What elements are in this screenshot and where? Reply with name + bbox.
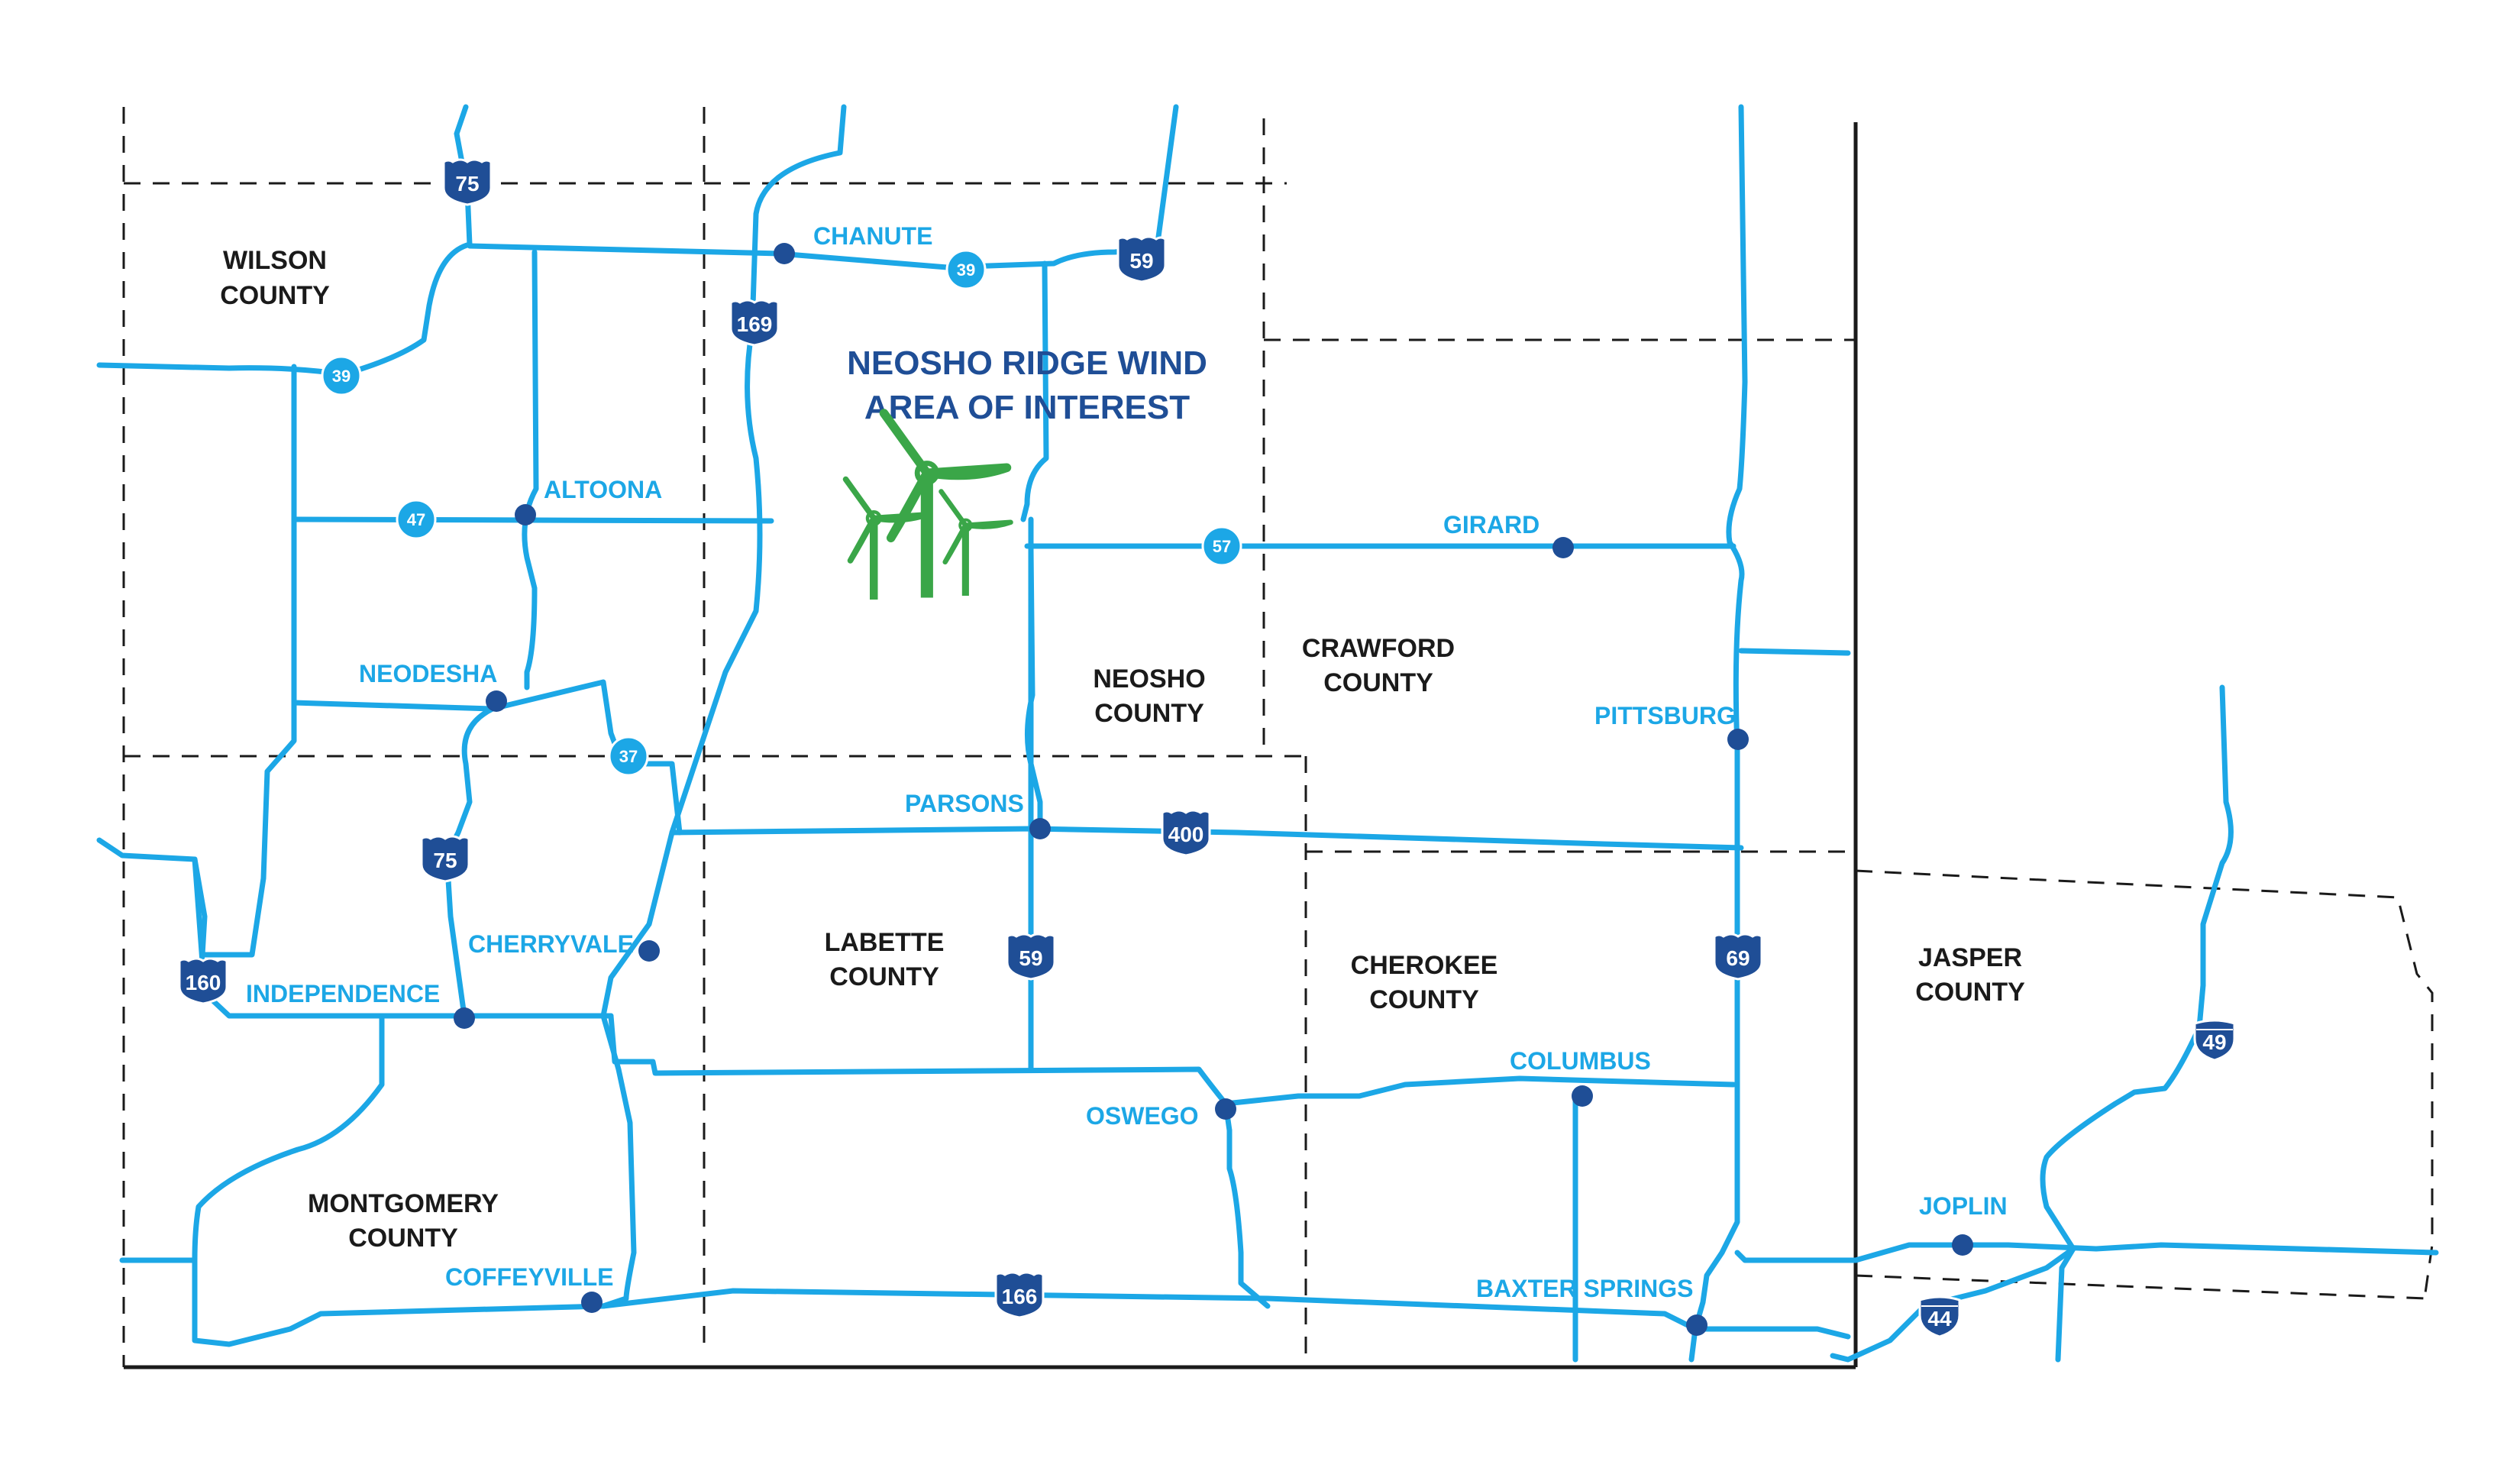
city-dot[interactable] bbox=[1952, 1234, 1973, 1256]
wind-turbine-icon bbox=[884, 413, 1007, 598]
svg-text:47: 47 bbox=[407, 510, 425, 529]
city-label-parsons: PARSONS bbox=[905, 790, 1024, 817]
city-dot[interactable] bbox=[1572, 1085, 1593, 1107]
road-network bbox=[96, 104, 2439, 1363]
svg-text:69: 69 bbox=[1726, 946, 1749, 970]
us-route-shield-icon: 169 bbox=[729, 299, 780, 347]
city-dot[interactable] bbox=[486, 690, 507, 712]
county-label-montgomery: MONTGOMERY bbox=[308, 1189, 499, 1218]
city-label-girard: GIRARD bbox=[1443, 511, 1539, 538]
county-label-crawford-suffix: COUNTY bbox=[1323, 668, 1433, 697]
city-dot[interactable] bbox=[1215, 1098, 1236, 1120]
city-dot[interactable] bbox=[515, 504, 536, 525]
city-dot[interactable] bbox=[1552, 537, 1574, 558]
county-label-cherokee: CHEROKEE bbox=[1351, 951, 1498, 980]
city-dot[interactable] bbox=[454, 1007, 475, 1029]
city-labels: CHANUTE ALTOONA GIRARD NEODESHA PITTSBUR… bbox=[246, 222, 2008, 1302]
us-route-shield-icon: 59 bbox=[1006, 933, 1056, 981]
city-label-neodesha: NEODESHA bbox=[359, 660, 497, 687]
us-route-shield-icon: 160 bbox=[178, 957, 228, 1005]
us-route-shield-icon: 75 bbox=[420, 835, 470, 883]
county-label-jasper-suffix: COUNTY bbox=[1915, 978, 2025, 1007]
us-route-shield-icon: 166 bbox=[994, 1271, 1045, 1319]
svg-text:75: 75 bbox=[433, 849, 457, 872]
city-dot[interactable] bbox=[1727, 729, 1749, 750]
interstate-shield-icon: 44 bbox=[1918, 1295, 1961, 1338]
us-route-shield-icon: 59 bbox=[1116, 235, 1167, 283]
svg-text:37: 37 bbox=[619, 747, 638, 766]
county-label-wilson-suffix: COUNTY bbox=[220, 281, 330, 310]
city-label-columbus: COLUMBUS bbox=[1510, 1047, 1651, 1075]
city-label-altoona: ALTOONA bbox=[544, 476, 662, 503]
us-route-shield-icon: 75 bbox=[442, 158, 493, 206]
svg-text:39: 39 bbox=[957, 260, 975, 280]
svg-text:49: 49 bbox=[2202, 1030, 2226, 1054]
state-route-circle-icon: 37 bbox=[608, 736, 649, 777]
county-label-wilson: WILSON bbox=[223, 246, 327, 275]
county-label-labette: LABETTE bbox=[825, 928, 945, 957]
county-label-labette-suffix: COUNTY bbox=[829, 962, 939, 991]
city-label-oswego: OSWEGO bbox=[1086, 1102, 1199, 1130]
county-label-crawford: CRAWFORD bbox=[1302, 634, 1455, 663]
city-label-baxter-springs: BAXTER SPRINGS bbox=[1476, 1275, 1693, 1302]
state-route-markers: 39 39 47 57 37 bbox=[321, 249, 1242, 777]
wind-turbine-group bbox=[846, 413, 1011, 600]
route-shields: 75 59 169 400 75 59 69 160 bbox=[178, 158, 2236, 1338]
city-label-pittsburg: PITTSBURG bbox=[1594, 702, 1736, 729]
svg-text:169: 169 bbox=[737, 312, 773, 336]
state-route-circle-icon: 47 bbox=[396, 499, 437, 540]
map-title-line1: NEOSHO RIDGE WIND bbox=[847, 344, 1207, 382]
city-dot[interactable] bbox=[1686, 1314, 1707, 1336]
county-label-neosho-suffix: COUNTY bbox=[1094, 699, 1204, 728]
svg-text:59: 59 bbox=[1129, 249, 1153, 273]
svg-text:39: 39 bbox=[332, 367, 351, 386]
us-route-shield-icon: 69 bbox=[1713, 933, 1763, 981]
svg-text:166: 166 bbox=[1002, 1285, 1038, 1308]
city-dot[interactable] bbox=[638, 940, 660, 962]
county-label-cherokee-suffix: COUNTY bbox=[1369, 985, 1479, 1014]
city-dot[interactable] bbox=[774, 243, 795, 264]
county-label-montgomery-suffix: COUNTY bbox=[348, 1224, 458, 1253]
svg-text:400: 400 bbox=[1168, 823, 1204, 846]
city-dots bbox=[454, 243, 1973, 1336]
city-label-independence: INDEPENDENCE bbox=[246, 980, 440, 1007]
city-dot[interactable] bbox=[1029, 818, 1051, 839]
svg-text:44: 44 bbox=[1927, 1307, 1952, 1331]
us-route-shield-icon: 400 bbox=[1161, 809, 1211, 857]
svg-text:75: 75 bbox=[455, 172, 479, 196]
wind-turbine-icon bbox=[942, 492, 1011, 597]
city-dot[interactable] bbox=[581, 1292, 603, 1313]
map-title-line2: AREA OF INTEREST bbox=[864, 389, 1190, 426]
city-label-chanute: CHANUTE bbox=[813, 222, 932, 250]
city-label-joplin: JOPLIN bbox=[1919, 1192, 2008, 1220]
city-label-coffeyville: COFFEYVILLE bbox=[445, 1263, 613, 1291]
county-label-neosho: NEOSHO bbox=[1093, 664, 1205, 694]
county-labels: WILSON COUNTY NEOSHO COUNTY CRAWFORD COU… bbox=[220, 246, 2025, 1253]
svg-text:160: 160 bbox=[186, 971, 221, 994]
city-label-cherryvale: CHERRYVALE bbox=[468, 930, 634, 958]
interstate-shield-icon: 49 bbox=[2193, 1019, 2236, 1062]
svg-text:57: 57 bbox=[1213, 537, 1231, 556]
state-route-circle-icon: 57 bbox=[1201, 525, 1242, 567]
state-route-circle-icon: 39 bbox=[945, 249, 987, 290]
state-boundary bbox=[124, 122, 1858, 1369]
state-route-circle-icon: 39 bbox=[321, 355, 362, 396]
county-boundaries bbox=[122, 107, 2434, 1367]
svg-text:59: 59 bbox=[1019, 946, 1042, 970]
county-label-jasper: JASPER bbox=[1918, 943, 2022, 972]
